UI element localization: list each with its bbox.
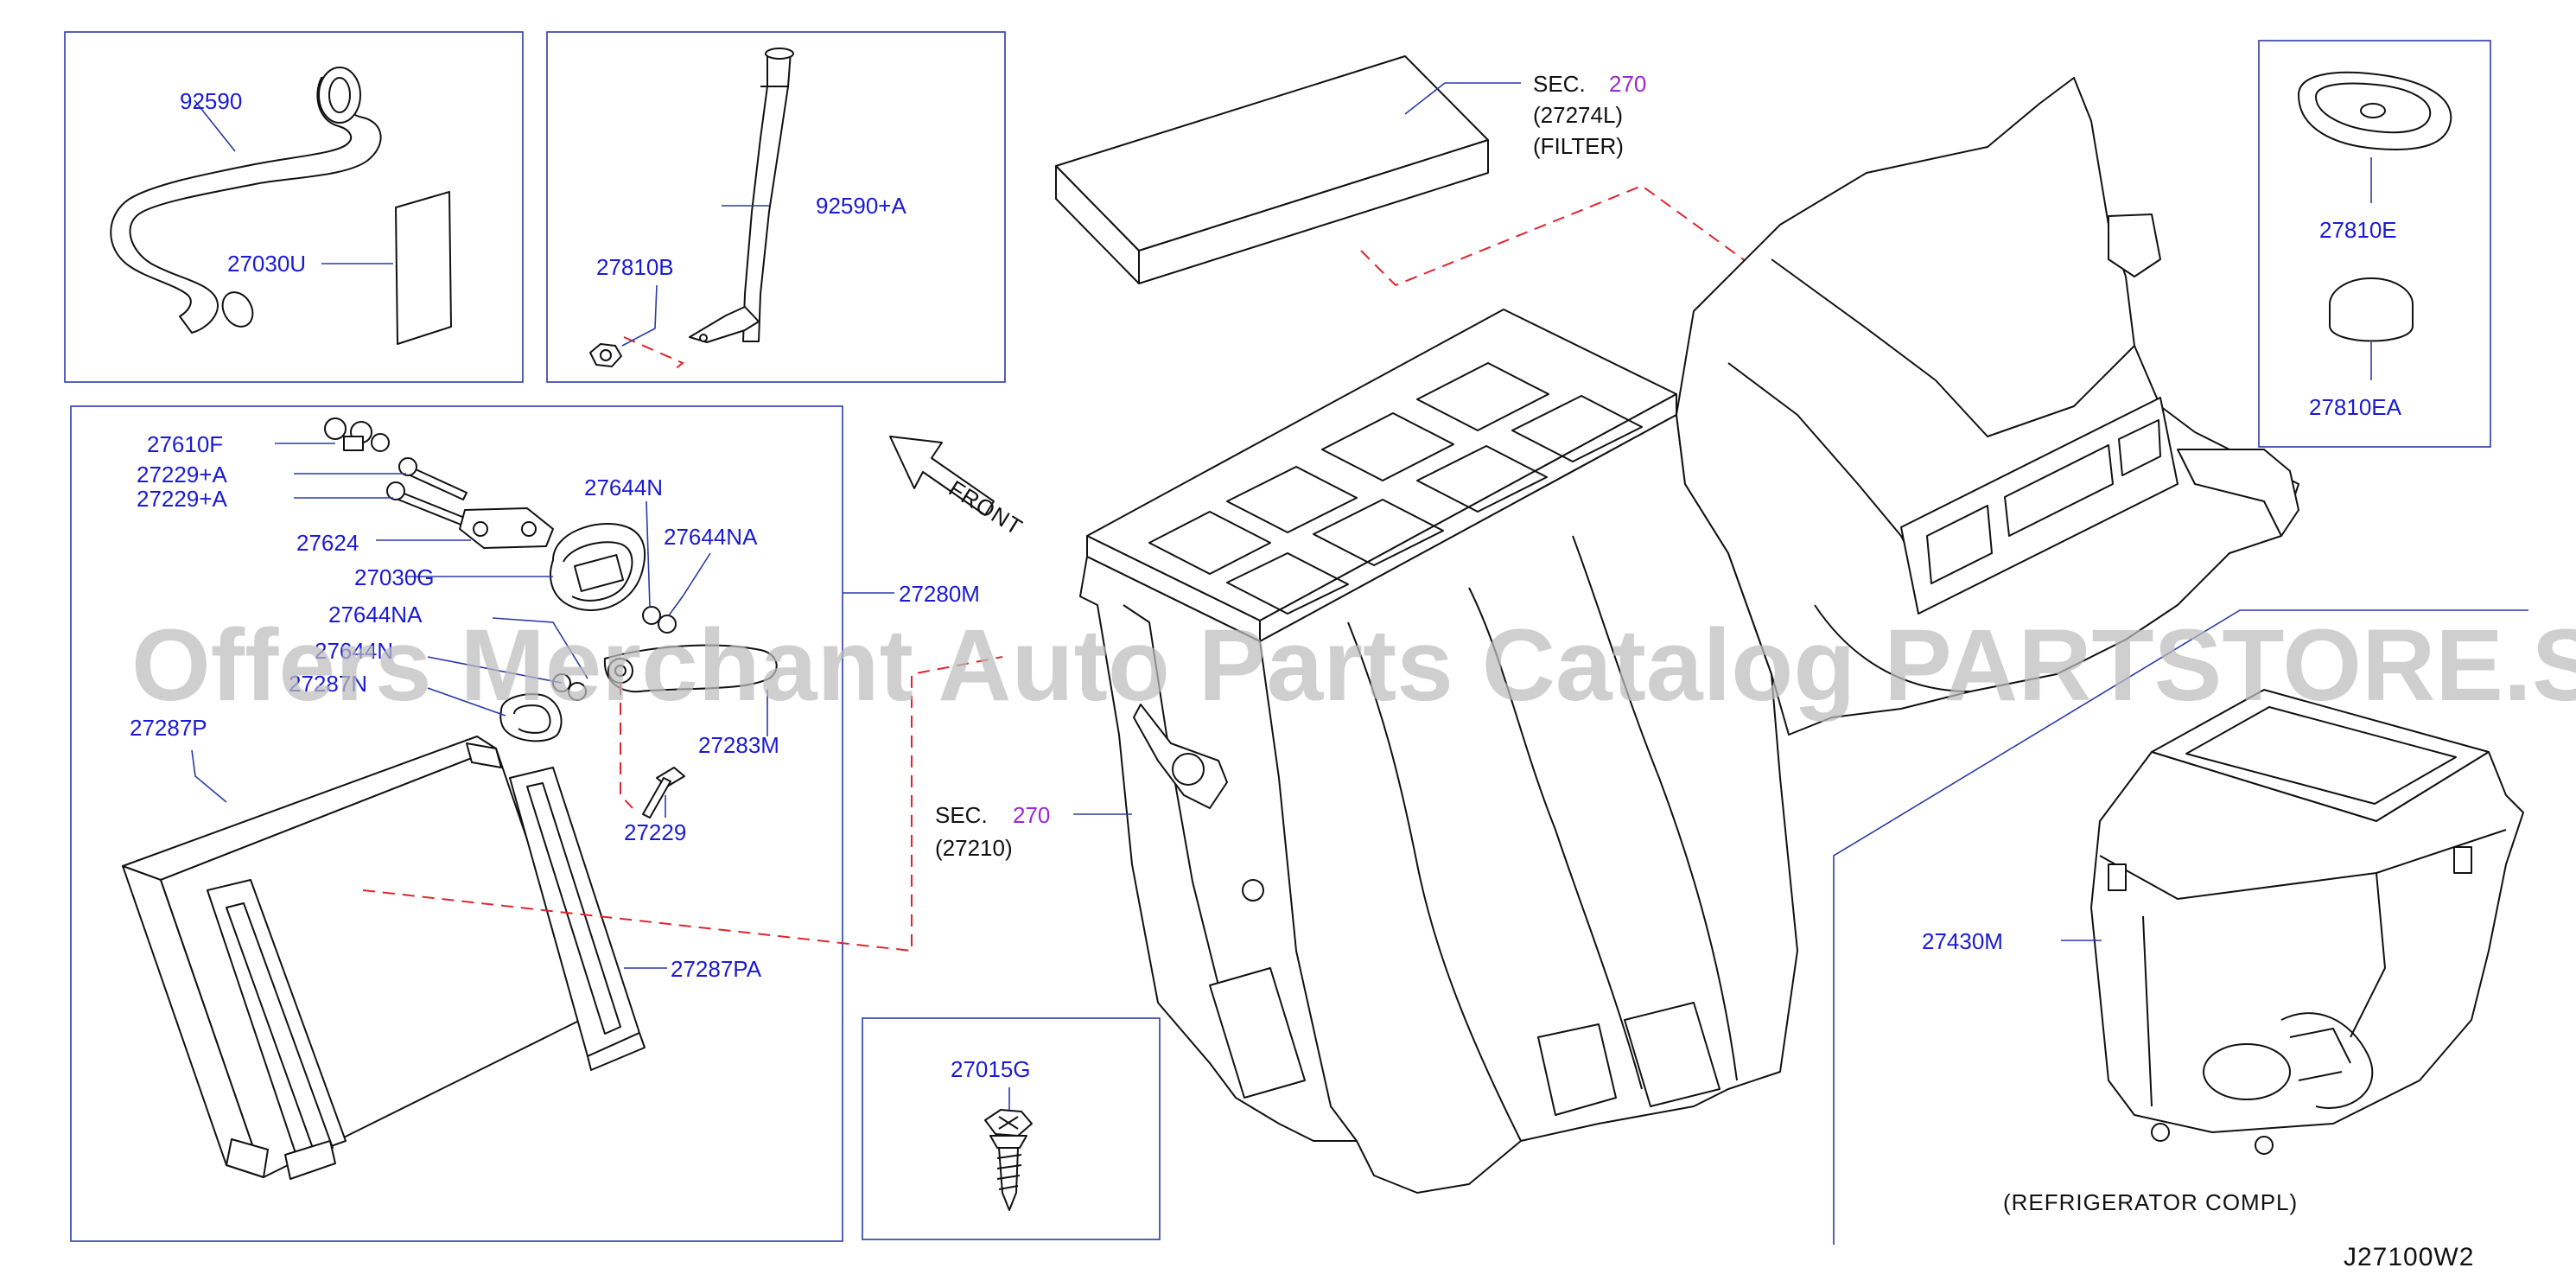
hvac-unit-drawing: [1079, 77, 2299, 1194]
front-arrow-icon: [889, 436, 995, 516]
box-pipe-92590A: 92590+A 27810B: [546, 31, 1006, 383]
front-label: FRONT: [945, 475, 1027, 541]
box-evaporator-27280M: 27610F 27229+A 27229+A 27624 27030G 2764…: [70, 405, 1003, 1242]
grommet-27810EA-drawing: [2329, 277, 2414, 342]
refrigerator-frame-line: [1833, 609, 2528, 1245]
inset-box-grommets: [2258, 40, 2491, 448]
sec-filter-number: 270: [1609, 71, 1646, 97]
refrigerator-label: (REFRIGERATOR COMPL): [2003, 1189, 2298, 1215]
dash-core-to-unit: [362, 656, 1003, 953]
grommet-27810E-drawing: [2298, 71, 2452, 150]
leader-92590: [194, 99, 236, 152]
leader-27644NA-2: [492, 617, 588, 679]
sec-unit-label-group: SEC. 270 (27210): [935, 802, 1132, 861]
refrigerator-group: 27430M (REFRIGERATOR COMPL): [1833, 609, 2528, 1245]
leader-27810B: [621, 284, 658, 347]
evaporator-core-drawing: [122, 736, 588, 1180]
label-27810E: 27810E: [2319, 217, 2397, 243]
label-27287PA: 27287PA: [671, 956, 762, 982]
pipe-92590A-drawing: [589, 48, 794, 367]
label-27287P: 27287P: [130, 715, 207, 741]
label-27030G: 27030G: [354, 564, 435, 590]
leader-27287N: [427, 687, 506, 717]
label-27430M: 27430M: [1922, 928, 2003, 954]
label-27810B: 27810B: [596, 254, 674, 280]
dash-bolt-27229: [620, 683, 633, 809]
label-27610F: 27610F: [147, 431, 223, 457]
leader-27287P: [191, 749, 227, 803]
label-27644NA: 27644NA: [664, 524, 758, 550]
label-27624: 27624: [296, 530, 359, 556]
hose-92590-drawing: [110, 67, 382, 334]
box-hose-92590: 92590 27030U: [64, 31, 524, 383]
label-27229A-1: 27229+A: [137, 462, 227, 487]
box-screw-27015G: 27015G: [862, 1017, 1161, 1240]
inset-box-evaporator: [70, 405, 843, 1242]
sec-unit-number: 270: [1013, 802, 1050, 828]
sec-unit-label: SEC.: [935, 802, 988, 828]
label-27229A-2: 27229+A: [137, 486, 227, 512]
label-27287N: 27287N: [289, 671, 367, 697]
label-27229: 27229: [624, 819, 686, 845]
label-27644NA-2: 27644NA: [328, 602, 423, 628]
inset-box-pipe: [546, 31, 1006, 383]
inset-box-screw: [862, 1017, 1161, 1240]
label-27280M: 27280M: [899, 581, 980, 607]
label-27810EA: 27810EA: [2309, 394, 2402, 420]
sec-filter-label: SEC.: [1533, 71, 1586, 97]
leader-27644NA: [668, 552, 711, 616]
refrigerator-27430M-drawing: [2090, 689, 2524, 1155]
screw-27015G-drawing: [984, 1109, 1033, 1211]
inset-box-hose: [64, 31, 524, 383]
label-27283M: 27283M: [698, 732, 779, 758]
watermark-text: Offers Merchant Auto Parts Catalog PARTS…: [131, 608, 2576, 723]
box-grommets: 27810E 27810EA: [2258, 40, 2491, 448]
label-27030U: 27030U: [227, 251, 306, 277]
fasteners-drawing: [324, 417, 778, 819]
leader-27644N-2: [427, 656, 563, 684]
label-27644N-2: 27644N: [315, 638, 393, 664]
label-27015G: 27015G: [951, 1056, 1031, 1082]
label-92590: 92590: [180, 88, 242, 114]
diagram-ref-code: J27100W2: [2344, 1243, 2474, 1271]
filter-27274L: SEC. 270 (27274L) (FILTER): [1055, 55, 1988, 437]
dash-pipe-nut: [623, 336, 684, 371]
label-27644N: 27644N: [584, 475, 663, 500]
seal-strip-27287PA-drawing: [509, 767, 646, 1071]
leader-27644N: [646, 500, 651, 608]
sec-filter-part: (27274L): [1533, 102, 1623, 128]
label-92590A: 92590+A: [816, 193, 906, 219]
sec-filter-name: (FILTER): [1533, 133, 1624, 159]
sec-unit-part: (27210): [935, 835, 1013, 861]
gasket-27030U-drawing: [395, 191, 452, 345]
leader-filter: [1404, 82, 1446, 115]
front-arrow: FRONT: [889, 436, 1027, 541]
